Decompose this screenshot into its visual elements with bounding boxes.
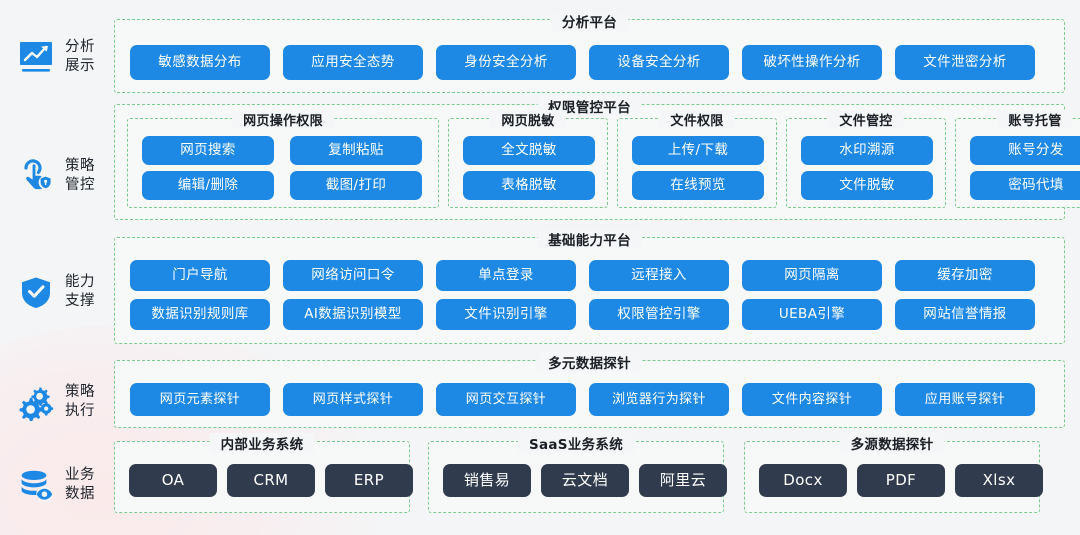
chip-watermark-tracing[interactable]: 水印溯源: [801, 136, 933, 165]
chip-file-leak-analysis[interactable]: 文件泄密分析: [895, 45, 1035, 80]
chip-cloud-doc[interactable]: 云文档: [541, 464, 629, 497]
chip-edit-delete[interactable]: 编辑/删除: [142, 171, 274, 200]
chip-crm[interactable]: CRM: [227, 464, 315, 497]
chip-oa[interactable]: OA: [129, 464, 217, 497]
chip-website-reputation-intel[interactable]: 网站信誉情报: [895, 299, 1035, 330]
group-capability-platform: 基础能力平台 门户导航 网络访问口令 单点登录 远程接入 网页隔离 缓存加密 数…: [114, 229, 1065, 344]
group-saas-business-system: SaaS业务系统 销售易 云文档 阿里云: [428, 433, 727, 513]
group-title-analysis-platform: 分析平台: [550, 11, 629, 31]
chip-cache-encryption[interactable]: 缓存加密: [895, 260, 1035, 291]
chip-fulltext-masking[interactable]: 全文脱敏: [463, 136, 595, 165]
group-title-web-masking: 网页脱敏: [490, 110, 566, 129]
group-multi-probe: 多元数据探针 网页元素探针 网页样式探针 网页交互探针 浏览器行为探针 文件内容…: [114, 352, 1065, 428]
chip-screenshot-print[interactable]: 截图/打印: [290, 171, 422, 200]
rail-label-business-data: 业务 数据: [65, 467, 95, 502]
chip-web-isolation[interactable]: 网页隔离: [742, 260, 882, 291]
chip-copy-paste[interactable]: 复制粘贴: [290, 136, 422, 165]
group-account-hosting: 账号托管 账号分发 密码代填: [955, 110, 1080, 208]
chip-single-sign-on[interactable]: 单点登录: [436, 260, 576, 291]
rail-label-policy-exec: 策略 执行: [65, 384, 95, 419]
chip-web-interaction-probe[interactable]: 网页交互探针: [436, 383, 576, 416]
chip-web-style-probe[interactable]: 网页样式探针: [283, 383, 423, 416]
chip-app-security-posture[interactable]: 应用安全态势: [283, 45, 423, 80]
group-permission-platform: 权限管控平台 网页操作权限 网页搜索 复制粘贴 编辑/删除 截图/打印 网页脱敏…: [114, 96, 1080, 220]
chip-ueba-engine[interactable]: UEBA引擎: [742, 299, 882, 330]
rail-label-policy-control: 策略 管控: [65, 158, 95, 193]
rail-item-analysis[interactable]: 分析 展示: [16, 37, 116, 77]
shield-check-icon: [16, 272, 56, 312]
chip-password-autofill[interactable]: 密码代填: [970, 171, 1080, 200]
group-title-web-operation-permission: 网页操作权限: [232, 110, 334, 129]
chip-data-recognition-rules[interactable]: 数据识别规则库: [130, 299, 270, 330]
group-internal-business-system: 内部业务系统 OA CRM ERP: [114, 433, 413, 513]
chip-browser-behavior-probe[interactable]: 浏览器行为探针: [589, 383, 729, 416]
group-title-file-permission: 文件权限: [659, 110, 735, 129]
group-title-saas-business-system: SaaS业务系统: [517, 433, 635, 453]
gears-icon: [16, 382, 56, 422]
chip-sensitive-data-distribution[interactable]: 敏感数据分布: [130, 45, 270, 80]
chip-identity-security-analysis[interactable]: 身份安全分析: [436, 45, 576, 80]
rail-item-capability[interactable]: 能力 支撑: [16, 272, 116, 312]
chip-table-masking[interactable]: 表格脱敏: [463, 171, 595, 200]
chip-portal-navigation[interactable]: 门户导航: [130, 260, 270, 291]
group-title-multi-source-probe: 多源数据探针: [839, 433, 945, 453]
chip-file-recognition-engine[interactable]: 文件识别引擎: [436, 299, 576, 330]
analytics-chart-icon: [16, 37, 56, 77]
group-multi-source-probe: 多源数据探针 Docx PDF Xlsx: [744, 433, 1043, 513]
chip-online-preview[interactable]: 在线预览: [632, 171, 764, 200]
group-title-account-hosting: 账号托管: [997, 110, 1073, 129]
chip-file-masking[interactable]: 文件脱敏: [801, 171, 933, 200]
chip-account-distribution[interactable]: 账号分发: [970, 136, 1080, 165]
rail-item-policy-control[interactable]: 策略 管控: [16, 156, 116, 196]
chip-docx[interactable]: Docx: [759, 464, 847, 497]
chip-aliyun[interactable]: 阿里云: [639, 464, 727, 497]
group-title-internal-business-system: 内部业务系统: [209, 433, 315, 453]
rail-label-analysis: 分析 展示: [65, 39, 95, 74]
group-file-control: 文件管控 水印溯源 文件脱敏: [786, 110, 946, 208]
chip-xiaoshouyi[interactable]: 销售易: [443, 464, 531, 497]
group-web-masking: 网页脱敏 全文脱敏 表格脱敏: [448, 110, 608, 208]
chip-file-content-probe[interactable]: 文件内容探针: [742, 383, 882, 416]
database-eye-icon: [16, 465, 56, 505]
rail-item-policy-exec[interactable]: 策略 执行: [16, 382, 116, 422]
chip-web-search[interactable]: 网页搜索: [142, 136, 274, 165]
chip-device-security-analysis[interactable]: 设备安全分析: [589, 45, 729, 80]
group-title-multi-probe: 多元数据探针: [537, 352, 642, 372]
group-title-file-control: 文件管控: [828, 110, 904, 129]
chip-remote-access[interactable]: 远程接入: [589, 260, 729, 291]
rail-label-capability: 能力 支撑: [65, 274, 95, 309]
chip-permission-control-engine[interactable]: 权限管控引擎: [589, 299, 729, 330]
chip-ai-data-recognition-model[interactable]: AI数据识别模型: [283, 299, 423, 330]
group-web-operation-permission: 网页操作权限 网页搜索 复制粘贴 编辑/删除 截图/打印: [127, 110, 439, 208]
chip-xlsx[interactable]: Xlsx: [955, 464, 1043, 497]
chip-web-element-probe[interactable]: 网页元素探针: [130, 383, 270, 416]
group-file-permission: 文件权限 上传/下载 在线预览: [617, 110, 777, 208]
chip-app-account-probe[interactable]: 应用账号探针: [895, 383, 1035, 416]
rail-item-business-data[interactable]: 业务 数据: [16, 465, 116, 505]
chip-network-access-password[interactable]: 网络访问口令: [283, 260, 423, 291]
chip-upload-download[interactable]: 上传/下载: [632, 136, 764, 165]
chip-pdf[interactable]: PDF: [857, 464, 945, 497]
group-title-capability-platform: 基础能力平台: [537, 229, 642, 249]
chip-erp[interactable]: ERP: [325, 464, 413, 497]
hand-touch-shield-icon: [16, 156, 56, 196]
group-analysis-platform: 分析平台 敏感数据分布 应用安全态势 身份安全分析 设备安全分析 破坏性操作分析…: [114, 11, 1065, 93]
chip-destructive-ops-analysis[interactable]: 破坏性操作分析: [742, 45, 882, 80]
